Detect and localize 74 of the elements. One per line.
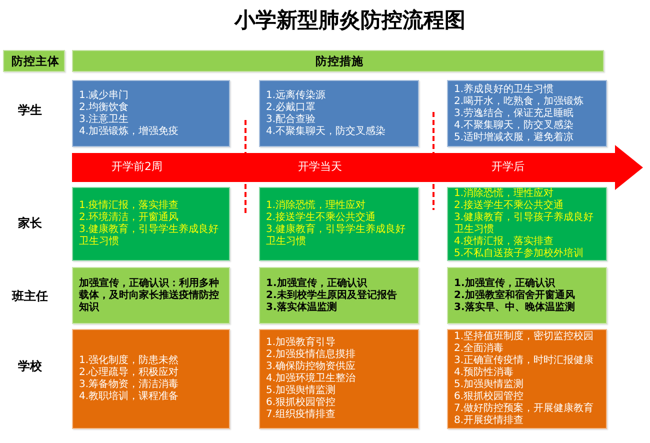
measure-item: 7.做好防控预案，开展健康教育 <box>454 403 594 414</box>
measure-item: 1.坚持值班制度，密切监控校园 <box>454 331 594 342</box>
measure-card <box>259 267 419 324</box>
measure-item: 7.组织疫情排查 <box>266 409 336 421</box>
measure-item: 3.注意卫生 <box>79 114 129 126</box>
measure-item: 4.加强环境卫生整治 <box>266 373 356 384</box>
measure-card <box>259 80 419 147</box>
measure-item: 1.消除恐慌，理性应对 <box>454 188 554 200</box>
measure-item: 1.加强宣传，正确认识 <box>266 278 367 290</box>
measure-item: 1.消除恐慌，理性应对 <box>266 200 366 212</box>
measure-item: 3.筹备物资，清洁消毒 <box>79 379 179 390</box>
measure-item: 2.接送学生不乘公共交通 <box>454 200 564 212</box>
measure-item: 5.适时增减衣服，避免着凉 <box>454 132 574 144</box>
measure-card <box>72 80 230 147</box>
measure-item: 2.未到校学生原因及登记报告 <box>266 290 397 300</box>
measure-item: 1.减少串门 <box>79 90 129 102</box>
diagram-title: 小学新型肺炎防控流程图 <box>233 7 466 34</box>
header-bar <box>3 50 65 72</box>
phase-label: 开学前2周 <box>112 160 162 174</box>
measure-item: 1.疫情汇报，落实排查 <box>79 200 179 212</box>
measure-item: 1.强化制度，防患未然 <box>79 355 179 366</box>
measure-item: 加强宣传，正确认识：利用多种载体，及时向家长推送疫情防控知识 <box>79 278 220 314</box>
measure-item: 4.不聚集聊天，防交叉感染 <box>454 120 574 132</box>
row-label: 学生 <box>17 102 43 118</box>
measure-item: 5.加强舆情监测 <box>266 385 336 396</box>
row-label: 班主任 <box>10 288 49 304</box>
measure-item: 2.心理疏导，积极应对 <box>79 367 179 378</box>
measure-card <box>447 80 607 147</box>
measure-item: 4.教职培训，课程准备 <box>79 391 179 403</box>
measure-item: 3.落实早、中、晚体温监测 <box>454 302 575 314</box>
row-label: 学校 <box>17 358 43 374</box>
measure-item: 3.确保防控物资供应 <box>266 361 356 372</box>
measure-card <box>72 187 230 261</box>
measure-item: 1.加强宣传，正确认识 <box>454 278 555 288</box>
measure-item: 2.全面消毒 <box>454 343 504 354</box>
row-label: 家长 <box>17 215 43 231</box>
header-bar <box>72 50 604 72</box>
measure-item: 5.加强舆情监测 <box>454 379 524 390</box>
measure-item: 2.加强教室和宿舍开窗通风 <box>454 290 575 301</box>
measure-card <box>259 187 419 261</box>
measure-item: 1.加强教育引导 <box>266 337 336 348</box>
measure-item: 4.加强锻炼，增强免疫 <box>79 126 179 138</box>
phase-label: 开学当天 <box>298 160 342 174</box>
measure-item: 3.健康教育，引导学生养成良好卫生习惯 <box>266 224 407 248</box>
phase-label: 开学后 <box>492 160 524 174</box>
measure-item: 6.狠抓校园管控 <box>266 397 336 408</box>
measure-item: 2.环境清洁，开窗通风 <box>79 212 179 224</box>
measure-item: 1.远离传染源 <box>266 90 326 102</box>
measure-card <box>447 267 607 324</box>
measure-item: 3.落实体温监测 <box>266 302 337 314</box>
measure-item: 2.加强疫情信息摸排 <box>266 349 356 360</box>
measure-item: 3.配合查验 <box>266 114 316 126</box>
measure-item: 1.养成良好的卫生习惯 <box>454 84 554 96</box>
measure-item: 2.必戴口罩 <box>266 102 316 114</box>
measure-item: 3.正确宣传疫情，时时汇报健康 <box>454 355 594 366</box>
measure-item: 2.接送学生不乘公共交通 <box>266 212 376 224</box>
measure-item: 3.健康教育，引导学生养成良好卫生习惯 <box>79 224 220 248</box>
measure-item: 3.健康教育，引导孩子养成良好卫生习惯 <box>454 212 595 236</box>
header-title: 防控主体 <box>12 55 60 67</box>
measure-item: 2.喝开水，吃熟食，加强锻炼 <box>454 96 584 108</box>
measure-card <box>72 329 230 429</box>
measure-card <box>447 187 607 261</box>
measure-item: 2.均衡饮食 <box>79 102 129 114</box>
measure-item: 5.不私自送孩子参加校外培训 <box>454 248 584 260</box>
measure-item: 8.开展疫情排查 <box>454 415 524 427</box>
header-title: 防控措施 <box>316 55 364 67</box>
measure-item: 6.狠抓校园管控 <box>454 391 524 402</box>
measure-card <box>447 329 607 429</box>
measure-item: 4.疫情汇报，落实排查 <box>454 236 554 248</box>
measure-card <box>72 267 230 324</box>
measure-card <box>259 329 419 429</box>
measure-item: 3.劳逸结合，保证充足睡眠 <box>454 108 574 120</box>
measure-item: 4.预防性消毒 <box>454 367 514 378</box>
measure-item: 4.不聚集聊天，防交叉感染 <box>266 126 386 138</box>
